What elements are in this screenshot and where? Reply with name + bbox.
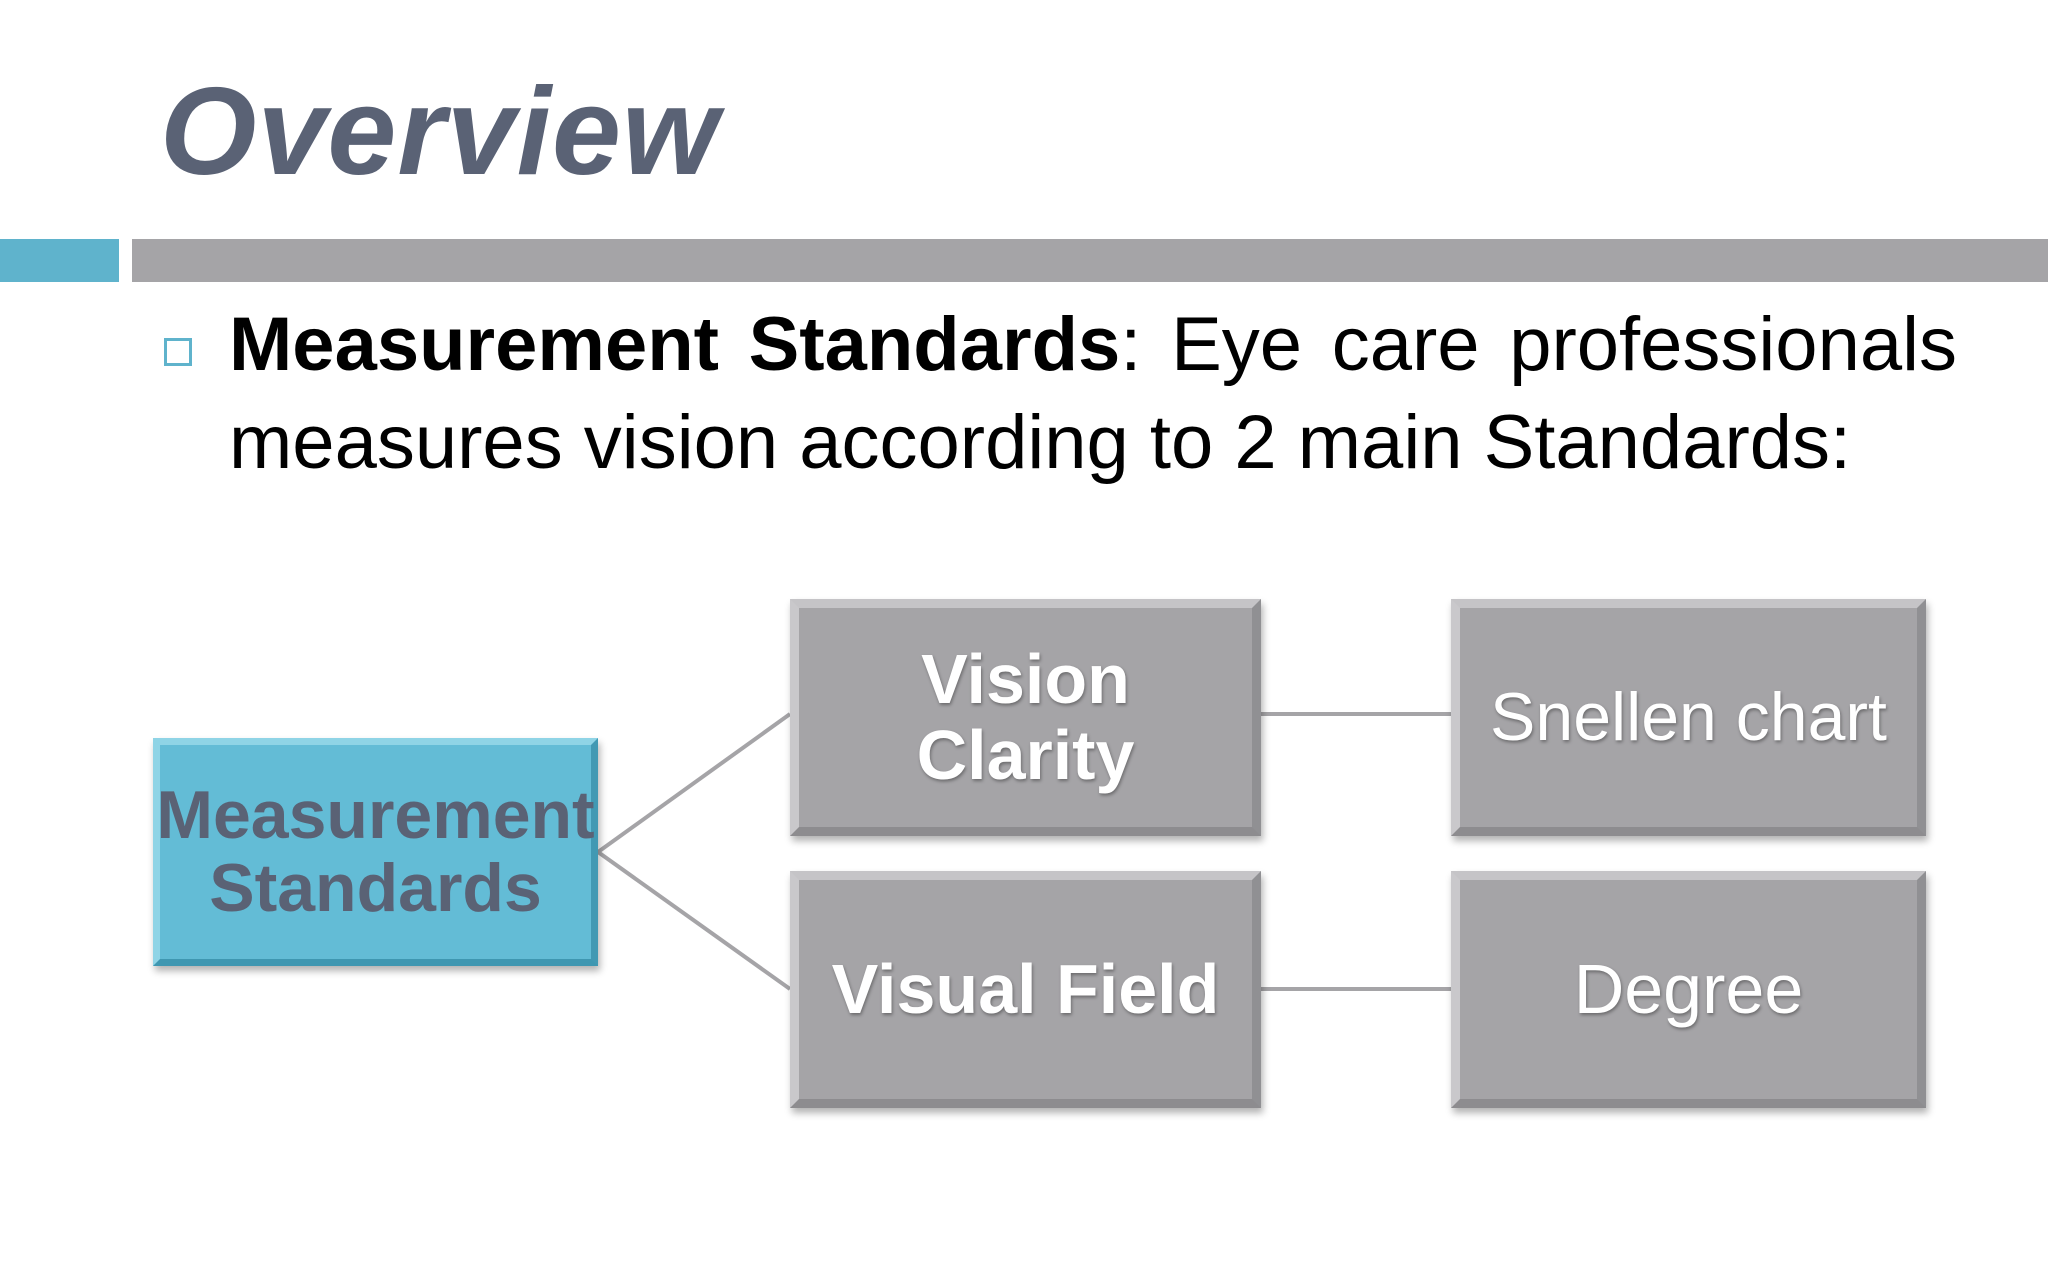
node-vision-clarity: Vision Clarity [790, 599, 1261, 836]
bullet-text: Eye care professionals measures vision a… [229, 302, 1957, 485]
bullet-colon: : [1120, 302, 1142, 387]
node-visual-field: Visual Field [790, 871, 1261, 1108]
title-rule-bar [132, 239, 2048, 282]
node-measurement-standards-label: Measurement Standards [156, 776, 595, 926]
connector-root-to-visual-field [596, 850, 792, 991]
node-degree-label: Degree [1573, 949, 1804, 1028]
bullet-square-icon [164, 338, 192, 366]
bullet-term: Measurement Standards [229, 302, 1121, 387]
node-snellen-chart: Snellen chart [1451, 599, 1926, 836]
node-vision-clarity-label: Vision Clarity [916, 639, 1135, 794]
node-measurement-standards: Measurement Standards [153, 738, 598, 966]
slide-title: Overview [160, 63, 720, 201]
node-degree: Degree [1451, 871, 1926, 1108]
node-visual-field-label: Visual Field [831, 949, 1220, 1028]
node-snellen-chart-label: Snellen chart [1490, 678, 1887, 755]
bullet-paragraph: Measurement Standards: Eye care professi… [229, 296, 1957, 492]
title-accent-bar [0, 239, 119, 282]
connector-root-to-vision-clarity [596, 712, 792, 854]
